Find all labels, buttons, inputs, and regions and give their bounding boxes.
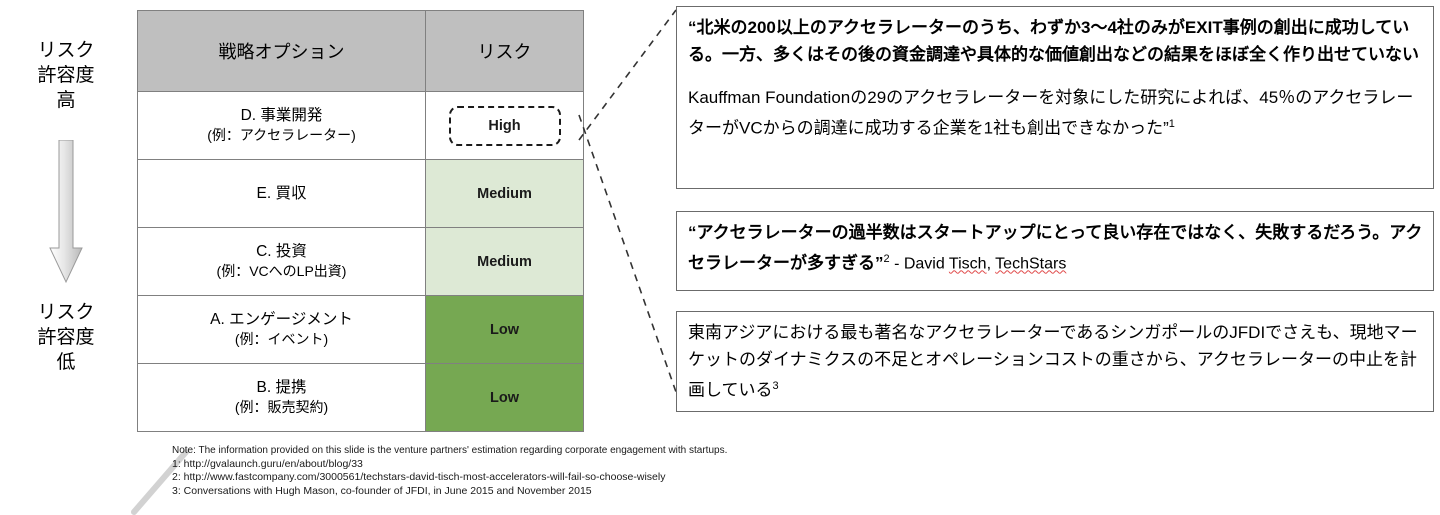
axis-label-high-line2: 許容度 (37, 65, 95, 86)
footnotes-block: Note: The information provided on this s… (172, 444, 992, 498)
axis-label-high: リスク 許容度 高 (0, 38, 132, 113)
attribution-org: TechStars (995, 255, 1067, 273)
option-cell-d: D. 事業開発 (例：アクセラレーター) (137, 91, 426, 160)
risk-cell-c: Medium (425, 227, 584, 296)
header-risk: リスク (425, 10, 584, 92)
attribution-person: Tisch (948, 255, 987, 273)
decorative-slash-icon (131, 449, 189, 515)
table-header-row: 戦略オプション リスク (137, 10, 584, 92)
option-subtitle: (例：アクセラレーター) (207, 127, 356, 143)
callout-box-accelerator-exits: “北米の200以上のアクセラレーターのうち、わずか3〜4社のみがEXIT事例の創… (676, 6, 1434, 189)
risk-tolerance-axis: リスク 許容度 高 リスク 許容度 低 (0, 0, 132, 430)
callout-3-footnote-ref: 3 (772, 380, 779, 392)
footnote-item-3: 3: Conversations with Hugh Mason, co-fou… (172, 484, 592, 497)
option-title: D. 事業開発 (240, 107, 323, 124)
callout-1-spacer (688, 68, 1424, 84)
axis-label-low-line2: 許容度 (37, 327, 95, 348)
option-subtitle: (例：イベント) (234, 331, 329, 347)
footnote-note: Note: The information provided on this s… (172, 445, 728, 456)
callout-box-tisch-quote: “アクセラレーターの過半数はスタートアップにとって良い存在ではなく、失敗するだろ… (676, 211, 1434, 291)
attribution-prefix: - David (894, 255, 949, 273)
callout-2-quote-text: “アクセラレーターの過半数はスタートアップにとって良い存在ではなく、失敗するだろ… (688, 223, 1423, 273)
callout-1-paragraph-1: “北米の200以上のアクセラレーターのうち、わずか3〜4社のみがEXIT事例の創… (688, 18, 1419, 64)
table-row: B. 提携 (例：販売契約) Low (137, 363, 584, 432)
callout-2-footnote-ref: 2 (883, 253, 890, 265)
connector-line-to-callout-3 (578, 114, 677, 393)
strategy-risk-matrix: 戦略オプション リスク D. 事業開発 (例：アクセラレーター) High E.… (137, 10, 584, 432)
header-strategy-option: 戦略オプション (137, 10, 426, 92)
option-subtitle: (例：VCへのLP出資) (216, 263, 347, 279)
option-subtitle: (例：販売契約) (234, 399, 329, 415)
axis-label-low: リスク 許容度 低 (0, 300, 132, 375)
attribution-separator: , (986, 255, 996, 273)
callout-1-paragraph-2: Kauffman Foundationの29のアクセラレーターを対象にした研究に… (688, 84, 1424, 142)
risk-badge-high[interactable]: High (448, 105, 561, 146)
option-title: C. 投資 (256, 243, 307, 260)
axis-label-low-line3: 低 (56, 352, 76, 373)
risk-cell-d[interactable]: High (425, 91, 584, 160)
option-title: A. エンゲージメント (210, 311, 353, 328)
callout-3-body: 東南アジアにおける最も著名なアクセラレーターであるシンガポールのJFDIでさえも… (688, 323, 1418, 400)
option-title: E. 買収 (256, 184, 307, 202)
callout-2-quote: “アクセラレーターの過半数はスタートアップにとって良い存在ではなく、失敗するだろ… (688, 219, 1424, 278)
option-cell-a: A. エンゲージメント (例：イベント) (137, 295, 426, 364)
option-cell-c: C. 投資 (例：VCへのLP出資) (137, 227, 426, 296)
axis-label-high-line3: 高 (56, 90, 76, 111)
callout-2-attribution: - David Tisch, TechStars (890, 255, 1067, 273)
option-cell-b: B. 提携 (例：販売契約) (137, 363, 426, 432)
risk-cell-b: Low (425, 363, 584, 432)
axis-label-low-line1: リスク (37, 302, 95, 323)
option-cell-e: E. 買収 (137, 159, 426, 228)
footnote-item-1[interactable]: 1: http://gvalaunch.guru/en/about/blog/3… (172, 457, 363, 470)
axis-label-high-line1: リスク (37, 40, 95, 61)
callout-3-text: 東南アジアにおける最も著名なアクセラレーターであるシンガポールのJFDIでさえも… (688, 319, 1424, 404)
option-title: B. 提携 (256, 379, 307, 396)
connector-line-to-callout-1 (578, 9, 677, 141)
risk-cell-e: Medium (425, 159, 584, 228)
table-row: D. 事業開発 (例：アクセラレーター) High (137, 91, 584, 160)
table-row: E. 買収 Medium (137, 159, 584, 228)
down-arrow-icon (49, 140, 83, 284)
risk-cell-a: Low (425, 295, 584, 364)
callout-1-footnote-ref: 1 (1168, 118, 1175, 130)
table-row: A. エンゲージメント (例：イベント) Low (137, 295, 584, 364)
callout-box-jfdi: 東南アジアにおける最も著名なアクセラレーターであるシンガポールのJFDIでさえも… (676, 311, 1434, 412)
footnote-item-2[interactable]: 2: http://www.fastcompany.com/3000561/te… (172, 471, 666, 484)
callout-1-paragraph-2-text: Kauffman Foundationの29のアクセラレーターを対象にした研究に… (688, 88, 1414, 138)
table-row: C. 投資 (例：VCへのLP出資) Medium (137, 227, 584, 296)
